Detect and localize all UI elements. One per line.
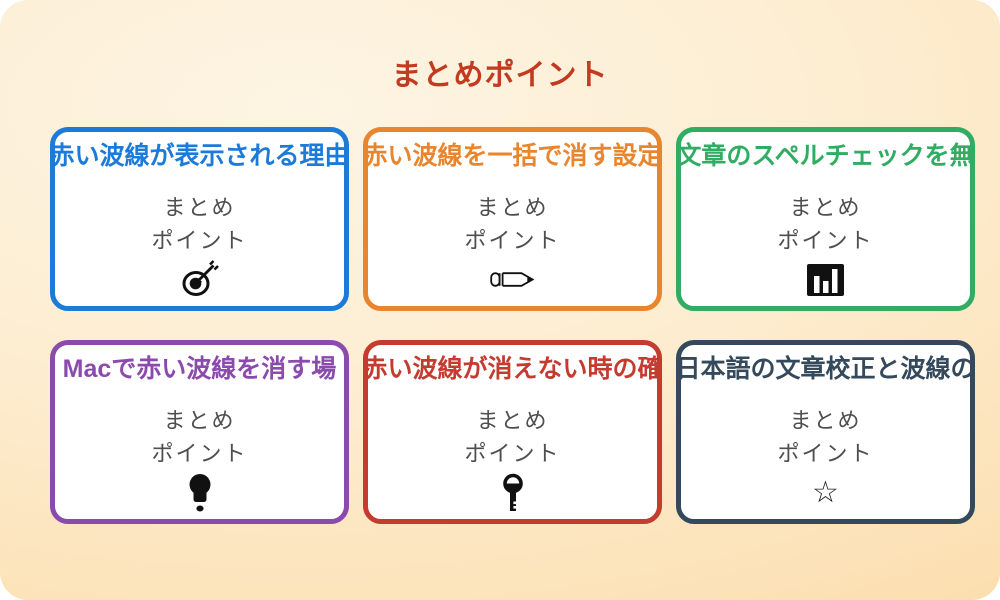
card-subtitle-line1: まとめ (476, 408, 549, 433)
summary-card: 日本語の文章校正と波線の まとめ ポイント ☆ (675, 340, 976, 524)
card-title: Macで赤い波線を消す場 (62, 355, 337, 383)
card-subtitle-line1: まとめ (789, 408, 862, 433)
card-subtitle: まとめ ポイント (151, 404, 247, 470)
summary-card: 赤い波線が消えない時の確 まとめ ポイント (362, 340, 663, 524)
card-subtitle-line2: ポイント (151, 228, 248, 253)
star-icon: ☆ (812, 476, 839, 509)
card-subtitle-line1: まとめ (476, 195, 549, 220)
card-subtitle-line2: ポイント (777, 228, 874, 253)
card-subtitle-line1: まとめ (789, 195, 862, 220)
dart-target-icon (180, 260, 220, 300)
summary-card: Macで赤い波線を消す場 まとめ ポイント (50, 340, 349, 524)
summary-card: 文章のスペルチェックを無 まとめ ポイント (676, 127, 975, 311)
card-subtitle-line1: まとめ (163, 195, 236, 220)
bar-chart-icon (806, 260, 846, 300)
card-subtitle: まとめ ポイント (464, 404, 560, 470)
lightbulb-icon (187, 473, 213, 513)
card-subtitle-line2: ポイント (151, 441, 248, 466)
card-subtitle-line2: ポイント (464, 441, 561, 466)
card-title: 赤い波線を一括で消す設定 (362, 142, 663, 170)
page-title: まとめポイント (391, 59, 609, 93)
card-subtitle-line2: ポイント (464, 228, 561, 253)
card-title: 赤い波線が消えない時の確 (362, 355, 663, 383)
key-icon (501, 473, 525, 513)
card-subtitle: まとめ ポイント (777, 191, 873, 257)
card-title: 赤い波線が表示される理由 (49, 142, 350, 170)
card-subtitle-line1: まとめ (163, 408, 236, 433)
card-subtitle: まとめ ポイント (151, 191, 247, 257)
pencil-icon (489, 260, 536, 300)
cards-grid: 赤い波線が表示される理由 まとめ ポイント 赤い波線を一括で消す設定 まとめ ポ… (49, 127, 976, 524)
card-subtitle: まとめ ポイント (777, 404, 873, 470)
card-subtitle-line2: ポイント (777, 441, 874, 466)
card-subtitle: まとめ ポイント (464, 191, 560, 257)
summary-card: 赤い波線を一括で消す設定 まとめ ポイント (362, 127, 663, 311)
card-title: 文章のスペルチェックを無 (676, 142, 975, 170)
summary-card: 赤い波線が表示される理由 まとめ ポイント (49, 127, 350, 311)
card-title: 日本語の文章校正と波線の (675, 355, 976, 383)
